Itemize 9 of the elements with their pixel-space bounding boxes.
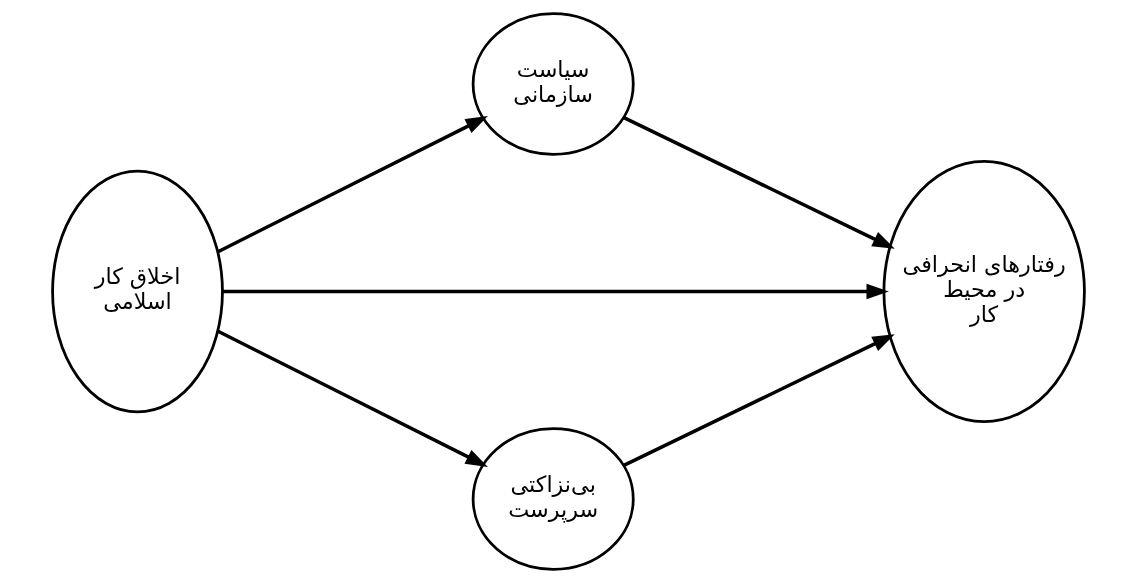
arrow	[222, 283, 889, 300]
node-ellipse: سیاست سازمانی	[471, 12, 635, 156]
node-ellipse: رفتارهای انحرافی در محیط کار	[882, 159, 1086, 424]
arrow	[623, 116, 895, 249]
arrow	[217, 116, 488, 254]
node-ellipse: اخلاق کار اسلامی	[51, 169, 224, 414]
arrow	[217, 329, 488, 467]
arrow	[623, 334, 895, 467]
node-ellipse: بی‌نزاکتی سرپرست	[471, 427, 635, 571]
